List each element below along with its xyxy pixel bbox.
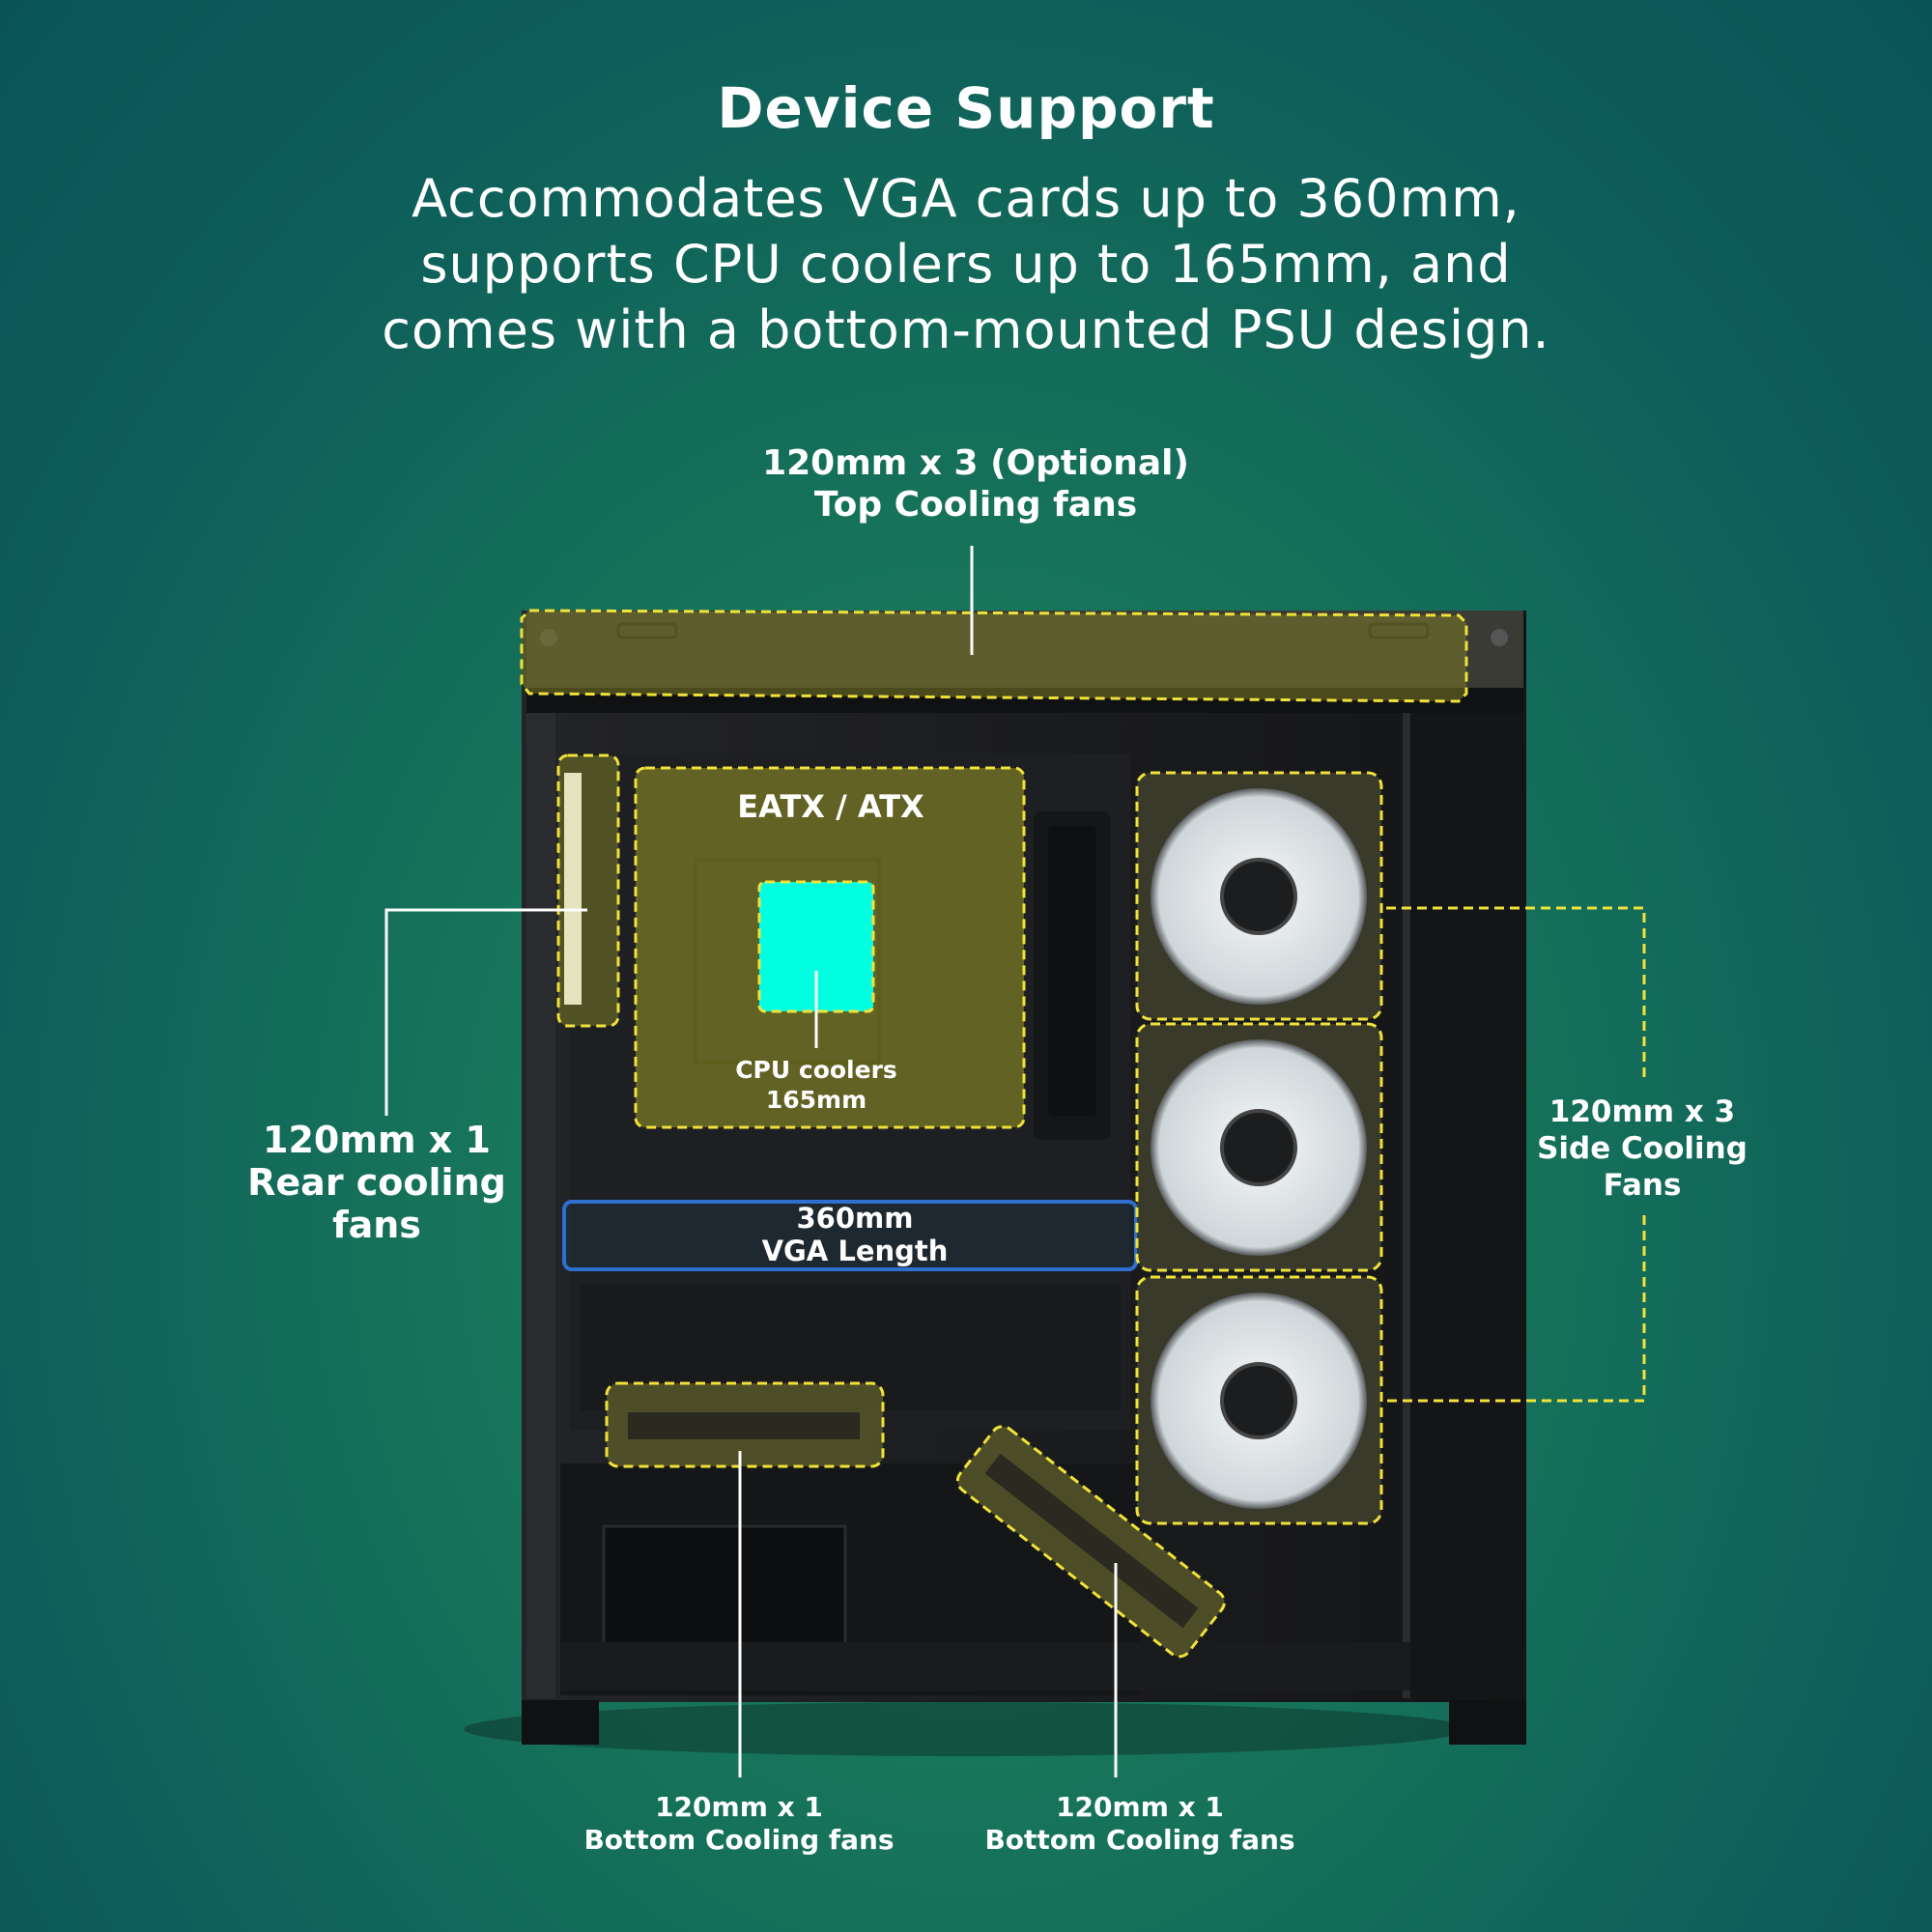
side-fan-2	[1135, 1022, 1383, 1272]
motherboard-label: EATX / ATX	[737, 788, 924, 825]
bottom-fan-right-highlight	[955, 1425, 1226, 1659]
page-title: Device Support	[717, 75, 1215, 141]
top-fans-label: 120mm x 3 (Optional) Top Cooling fans	[628, 442, 1323, 526]
case-foot-right	[1449, 1700, 1526, 1745]
top-fans-name: Top Cooling fans	[813, 485, 1138, 525]
cpu-cooler-name: CPU coolers	[735, 1056, 897, 1084]
side-fans-label: 120mm x 3 Side Cooling Fans	[1507, 1094, 1777, 1204]
vga-length-outline	[562, 1200, 1138, 1271]
case-foot-left	[522, 1700, 599, 1745]
rear-fan-leader	[384, 908, 587, 1116]
vga-spec: 360mm	[796, 1202, 914, 1235]
page-subtitle: Accommodates VGA cards up to 360mm, supp…	[242, 166, 1690, 363]
top-fans-spec: 120mm x 3 (Optional)	[762, 443, 1189, 483]
top-fan-highlight	[520, 609, 1468, 703]
side-fans-spec: 120mm x 3	[1548, 1094, 1736, 1129]
bottom-fan-left-spec: 120mm x 1	[655, 1791, 823, 1823]
rear-fans-label: 120mm x 1 Rear cooling fans	[222, 1119, 531, 1246]
rear-fans-name-1: Rear cooling	[247, 1161, 506, 1204]
bottom-fan-right-name: Bottom Cooling fans	[984, 1824, 1295, 1856]
rear-fans-spec: 120mm x 1	[263, 1119, 491, 1161]
bottom-fan-left-label: 120mm x 1 Bottom Cooling fans	[555, 1791, 923, 1857]
side-fan-leader-bottom	[1386, 1215, 1646, 1403]
rear-fans-name-2: fans	[332, 1204, 421, 1246]
subtitle-line-1: Accommodates VGA cards up to 360mm,	[412, 168, 1520, 229]
subtitle-line-3: comes with a bottom-mounted PSU design.	[382, 299, 1550, 360]
side-fan-3	[1135, 1275, 1383, 1525]
bottom-fan-left-name: Bottom Cooling fans	[583, 1824, 895, 1856]
cpu-cooler-spec: 165mm	[765, 1086, 867, 1114]
case-shadow	[464, 1702, 1468, 1756]
vga-label: 360mm VGA Length	[676, 1202, 1034, 1267]
subtitle-line-2: supports CPU coolers up to 165mm, and	[420, 234, 1512, 295]
side-fans-name-2: Fans	[1603, 1168, 1682, 1203]
side-fans-name-1: Side Cooling	[1537, 1131, 1747, 1166]
side-fan-leader-top	[1386, 906, 1646, 1082]
vga-name: VGA Length	[761, 1235, 949, 1267]
bottom-fan-right-spec: 120mm x 1	[1056, 1791, 1224, 1823]
rear-panel	[526, 713, 555, 1698]
front-panel	[1410, 713, 1522, 1698]
bottom-fan-right-label: 120mm x 1 Bottom Cooling fans	[956, 1791, 1323, 1857]
side-fan-1	[1135, 771, 1383, 1021]
cpu-cooler-label: CPU coolers 165mm	[720, 1055, 913, 1115]
cpu-cooler-zone	[757, 880, 875, 1013]
